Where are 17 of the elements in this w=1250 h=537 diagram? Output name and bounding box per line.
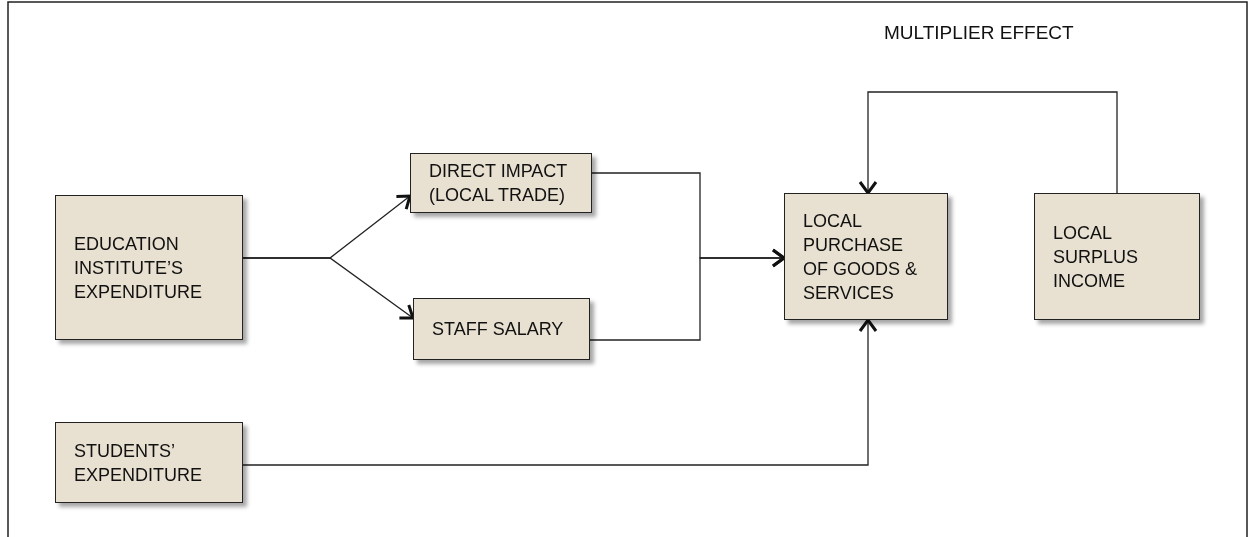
process-box [55, 422, 243, 503]
box-label: LOCAL PURCHASE OF GOODS & SERVICES [803, 209, 918, 305]
diagram-title: MULTIPLIER EFFECT [884, 21, 1074, 45]
process-box [413, 298, 590, 360]
process-box [55, 195, 243, 340]
box-label: DIRECT IMPACT (LOCAL TRADE) [429, 160, 568, 207]
arrow [242, 318, 878, 466]
process-box [784, 193, 948, 320]
box-label: STUDENTS’ EXPENDITURE [74, 439, 204, 487]
arrow [589, 248, 786, 341]
box-label: EDUCATION INSTITUTE’S EXPENDITURE [74, 232, 204, 304]
process-box [410, 153, 592, 213]
box-label: STAFF SALARY [432, 318, 565, 341]
arrow [242, 257, 415, 320]
arrow [858, 91, 1118, 195]
process-box [1034, 193, 1200, 320]
box-label: LOCAL SURPLUS INCOME [1053, 221, 1140, 293]
